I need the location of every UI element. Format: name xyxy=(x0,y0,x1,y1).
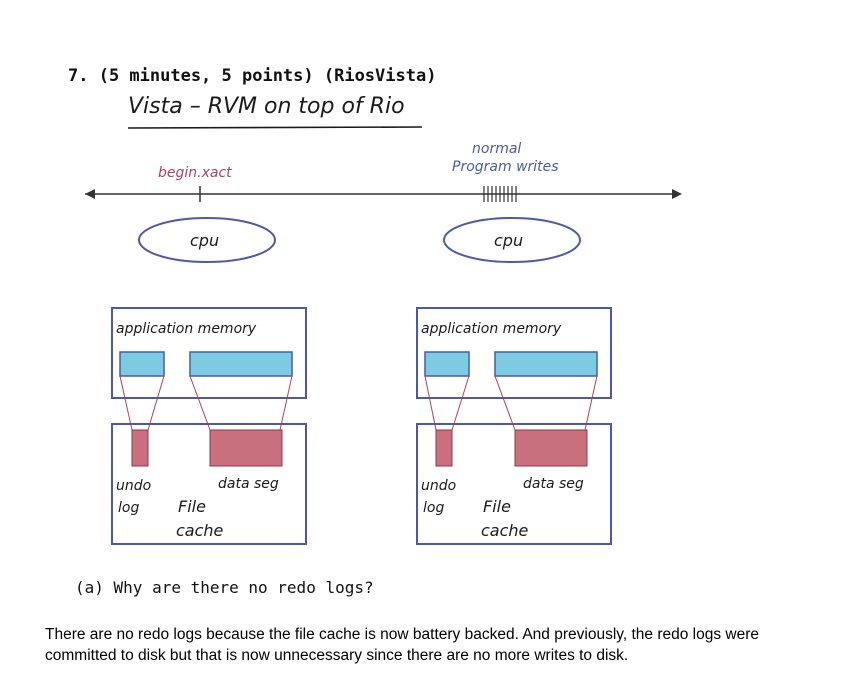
cache-right-label: cache xyxy=(481,521,529,540)
data-seg-right-label: data seg xyxy=(523,476,584,492)
write-ticks xyxy=(483,186,517,202)
subtitle-underline xyxy=(127,126,423,129)
undo-log-right-block xyxy=(435,429,453,467)
cpu-left-ellipse xyxy=(138,217,276,263)
mapping-lines-left xyxy=(119,375,293,431)
app-memory-right-box xyxy=(416,307,612,399)
normal-label: normal xyxy=(472,141,521,157)
data-region-left xyxy=(189,351,293,377)
undo-log-left-block xyxy=(131,429,149,467)
mapping-lines-right xyxy=(424,375,598,431)
arrow-right-icon xyxy=(672,189,682,199)
app-memory-left-box xyxy=(111,307,307,399)
timeline xyxy=(85,186,682,202)
cpu-right-ellipse xyxy=(443,217,581,263)
arrow-left-icon xyxy=(85,189,95,199)
question-title: 7. (5 minutes, 5 points) (RiosVista) xyxy=(68,66,437,86)
log-left-label: log xyxy=(118,500,139,516)
undo-region-right xyxy=(424,351,470,377)
app-memory-right-label: application memory xyxy=(421,321,562,337)
subtitle-text: Vista – RVM on top of Rio xyxy=(128,94,405,119)
cache-left-label: cache xyxy=(176,521,224,540)
question-part-a: (a) Why are there no redo logs? xyxy=(75,578,374,597)
program-writes-label: Program writes xyxy=(452,159,559,175)
file-right-label: File xyxy=(483,497,511,516)
log-right-label: log xyxy=(423,500,444,516)
begin-xact-label: begin.xact xyxy=(158,165,232,181)
undo-left-label: undo xyxy=(116,478,151,494)
undo-right-label: undo xyxy=(421,478,456,494)
file-left-label: File xyxy=(178,497,206,516)
app-memory-left-label: application memory xyxy=(116,321,257,337)
cpu-left-label: cpu xyxy=(190,231,219,250)
undo-region-left xyxy=(119,351,165,377)
answer-text: There are no redo logs because the file … xyxy=(45,626,759,664)
right-group: application memory undo log data seg Fil… xyxy=(416,307,612,545)
file-cache-right-box xyxy=(416,423,612,545)
cpu-right-label: cpu xyxy=(494,231,523,250)
data-seg-left-label: data seg xyxy=(218,476,279,492)
data-seg-left-block xyxy=(209,429,283,467)
file-cache-left-box xyxy=(111,423,307,545)
data-seg-right-block xyxy=(514,429,588,467)
left-group: application memory undo log data seg Fil… xyxy=(111,307,307,545)
data-region-right xyxy=(494,351,598,377)
